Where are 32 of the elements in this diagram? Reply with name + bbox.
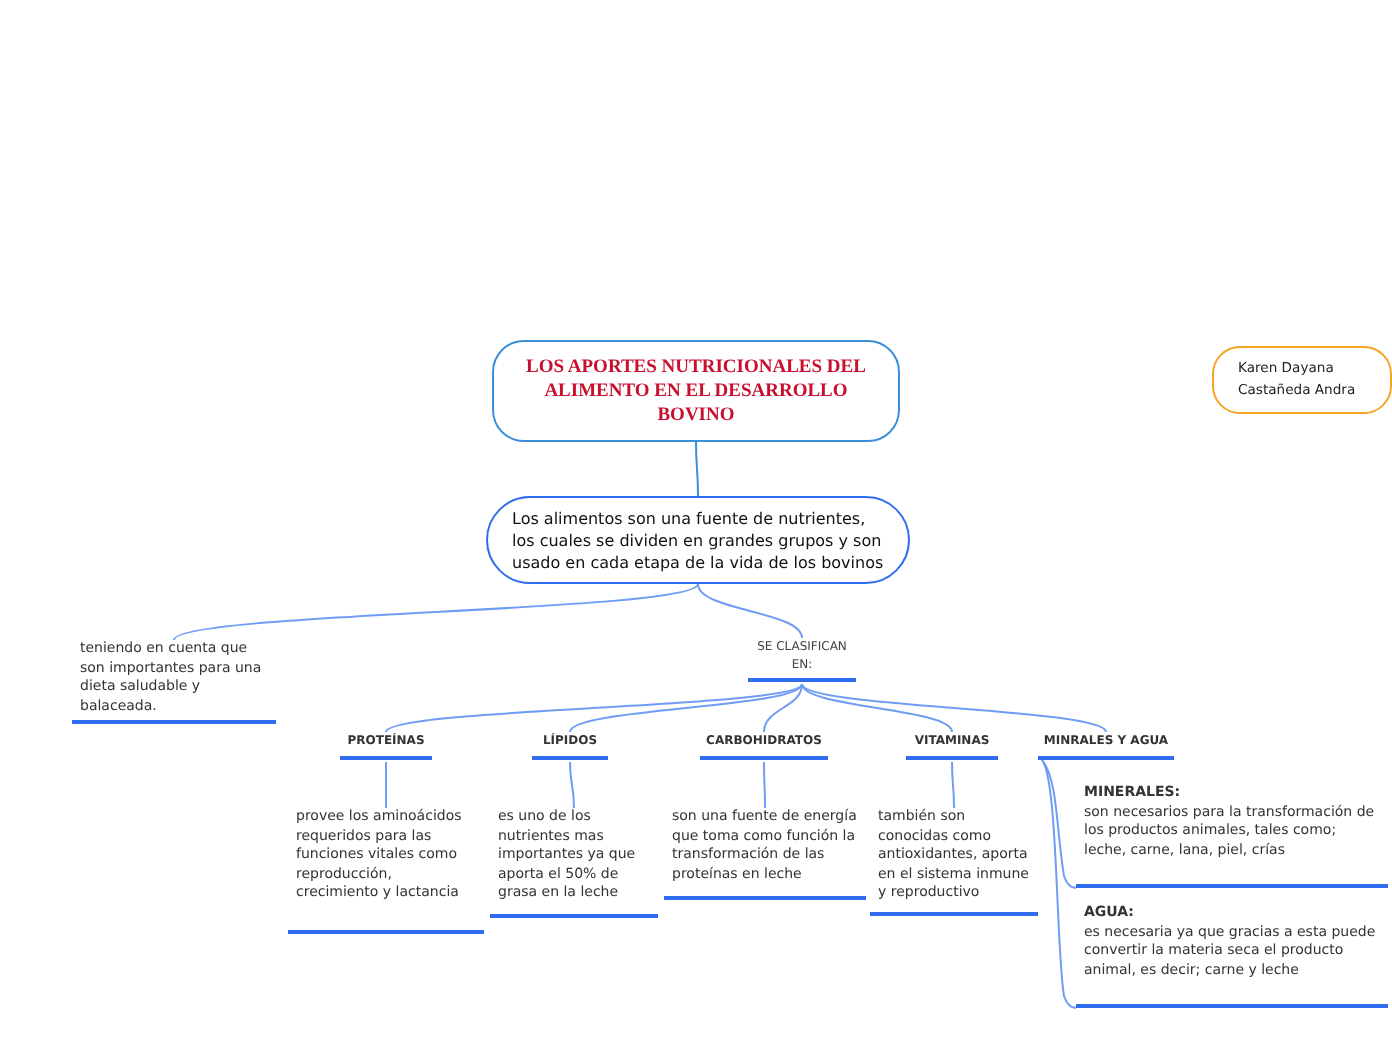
underlined-node <box>906 732 998 760</box>
underlined-node <box>664 808 866 900</box>
underlined-node <box>288 808 484 934</box>
connector-line <box>763 683 803 733</box>
topic-box <box>486 496 910 584</box>
connector-line <box>697 583 803 639</box>
underlined-node <box>72 640 276 724</box>
node-text: Los alimentos son una fuente de nutrientes, los cuales se dividen en grandes grupos y son usado en cada etapa de la vida de los bovinos <box>512 507 884 573</box>
underlined-node <box>870 808 1038 916</box>
underlined-node <box>1076 784 1388 888</box>
connector-line <box>695 441 699 497</box>
underlined-node <box>1038 732 1174 760</box>
connector-line <box>569 761 575 809</box>
node-text: LOS APORTES NUTRICIONALES DEL ALIMENTO EN EL DESARROLLO BOVINO <box>524 355 868 427</box>
underlined-node <box>748 638 856 682</box>
connector-line <box>385 683 803 733</box>
connector-line <box>801 683 1107 733</box>
title-box <box>492 340 900 442</box>
connector-line <box>801 683 953 733</box>
connector-line <box>385 761 387 809</box>
connector-line <box>951 761 955 809</box>
connector-line <box>569 683 803 733</box>
underlined-node <box>490 808 658 918</box>
underlined-node <box>532 732 608 760</box>
connector-line <box>763 761 766 809</box>
underlined-node <box>1076 904 1388 1008</box>
underlined-node <box>340 732 432 760</box>
connector-line <box>1041 759 1077 1009</box>
connector-line <box>173 583 699 641</box>
connector-line <box>1041 759 1077 889</box>
underlined-node <box>700 732 828 760</box>
author-box <box>1212 346 1392 414</box>
